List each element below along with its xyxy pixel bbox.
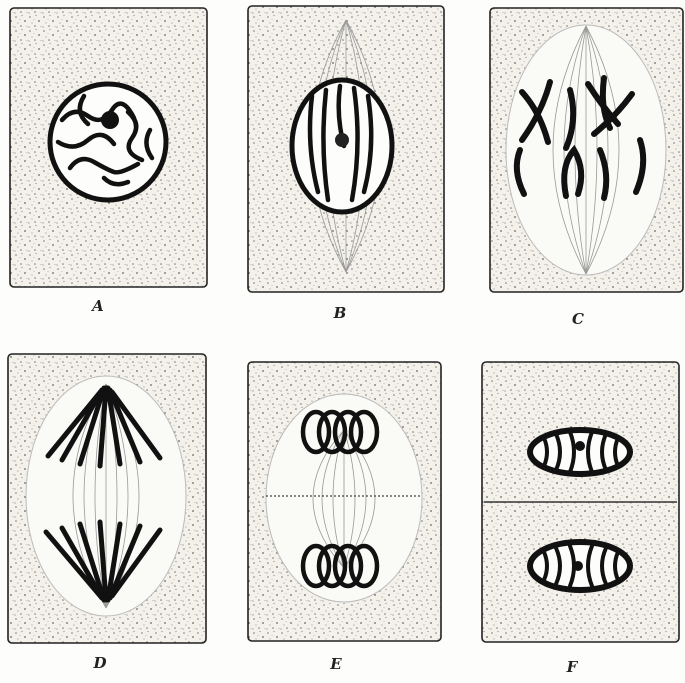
panel-b (248, 6, 444, 292)
nucleolus-f-bottom (573, 561, 583, 571)
panel-d (8, 354, 206, 643)
panel-a (10, 8, 207, 287)
panel-label-e: E (330, 655, 341, 673)
panel-label-c: C (572, 310, 584, 328)
panel-label-a: A (92, 297, 104, 315)
panel-f (482, 362, 679, 642)
nucleolus-f-top (575, 441, 585, 451)
panel-label-d: D (93, 654, 106, 672)
panel-label-b: B (334, 304, 347, 322)
panel-e (248, 362, 441, 641)
panel-label-f: F (567, 658, 578, 676)
nucleolus-b (335, 133, 349, 147)
panel-c (490, 8, 683, 292)
nucleolus-a (101, 111, 119, 129)
